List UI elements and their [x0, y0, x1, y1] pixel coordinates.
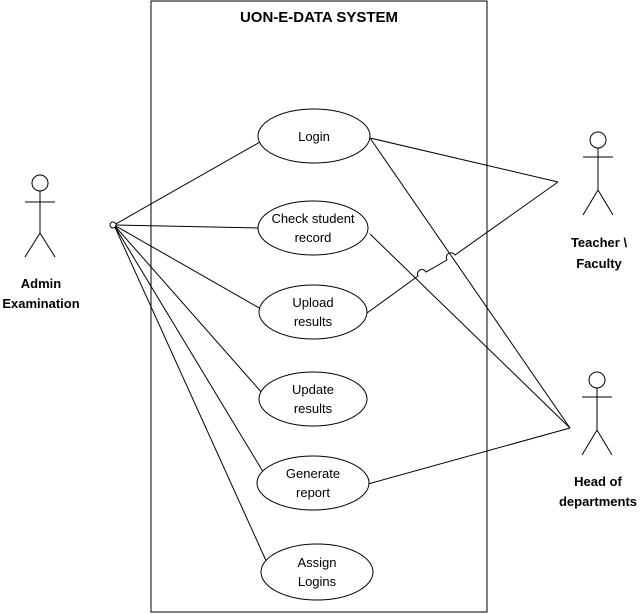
- actor-label: Teacher \: [571, 235, 628, 250]
- actor-head-of-departments: Head of departments: [559, 371, 637, 509]
- use-case-label: report: [296, 485, 330, 500]
- use-case-login: Login: [257, 108, 371, 164]
- use-case-ellipse: [258, 371, 368, 427]
- use-case-label: Assign: [297, 555, 336, 570]
- actor-teacher-faculty: Teacher \ Faculty: [571, 131, 628, 271]
- use-case-label: Generate: [286, 466, 340, 481]
- use-case-ellipse: [257, 200, 369, 256]
- use-case-ellipse: [256, 455, 370, 511]
- actor-label: Admin: [21, 276, 62, 291]
- use-case-label: Login: [298, 129, 330, 144]
- use-case-upload-results: Upload results: [258, 284, 368, 340]
- use-case-update-results: Update results: [258, 371, 368, 427]
- use-case-label: Logins: [298, 574, 337, 589]
- use-case-ellipse: [257, 108, 371, 164]
- stick-figure-icon: [581, 371, 613, 456]
- use-case-label: Upload: [292, 295, 333, 310]
- system-title: UON-E-DATA SYSTEM: [240, 9, 398, 26]
- use-case-label: Update: [292, 382, 334, 397]
- use-case-label: Check student: [271, 211, 354, 226]
- use-case-label: record: [295, 230, 332, 245]
- use-case-check-student-record: Check student record: [257, 200, 369, 256]
- actor-admin-examination: Admin Examination: [2, 174, 80, 311]
- stick-figure-icon: [582, 131, 614, 216]
- actor-label: Faculty: [576, 256, 622, 271]
- actor-label: Head of: [574, 474, 622, 489]
- teacher-associations: [366, 137, 559, 314]
- use-case-generate-report: Generate report: [256, 455, 370, 511]
- use-case-ellipse: [260, 543, 374, 601]
- admin-association-node: [109, 221, 117, 229]
- actor-label: departments: [559, 494, 637, 509]
- stick-figure-icon: [24, 174, 56, 258]
- hod-associations: [367, 137, 571, 485]
- actor-label: Examination: [2, 296, 79, 311]
- use-case-assign-logins: Assign Logins: [260, 543, 374, 601]
- use-case-label: results: [294, 314, 333, 329]
- use-case-label: results: [294, 401, 333, 416]
- use-case-ellipse: [258, 284, 368, 340]
- admin-associations: [113, 141, 269, 566]
